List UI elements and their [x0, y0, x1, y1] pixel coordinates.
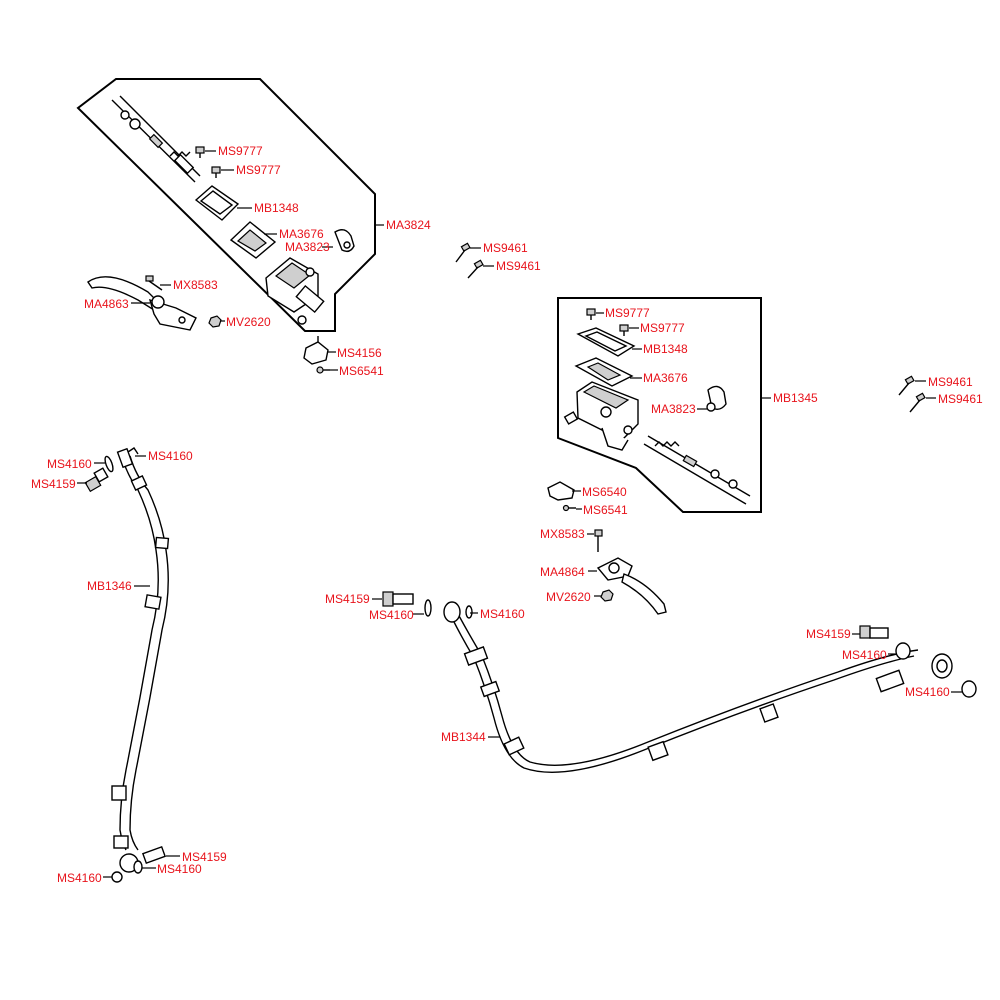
label-ms4159-c: MS4159 — [325, 592, 370, 606]
washer-ms4160-b — [127, 447, 139, 455]
nut-mv2620-b — [600, 589, 614, 602]
bolt-ms9461-b — [467, 259, 484, 279]
label-ms4159-d: MS4159 — [806, 627, 851, 641]
banjo-bolt-ms4159-d — [859, 625, 889, 639]
label-ms4160-g: MS4160 — [842, 648, 887, 662]
label-ms9461-b: MS9461 — [496, 259, 541, 273]
pivot-bolt-mx8583-b — [594, 529, 603, 552]
label-ms6541-b: MS6541 — [583, 503, 628, 517]
label-ms9777-d: MS9777 — [640, 321, 685, 335]
screw-ms9777-b — [211, 166, 221, 178]
label-ms6540: MS6540 — [582, 485, 627, 499]
banjo-bolt-ms4159-c — [382, 591, 414, 607]
label-mx8583-b: MX8583 — [540, 527, 585, 541]
label-mb1345: MB1345 — [773, 391, 818, 405]
washer-ms4160-g — [895, 642, 911, 660]
label-mb1348-a: MB1348 — [254, 201, 299, 215]
nut-mv2620-a — [208, 315, 222, 328]
washer-ms4160-e — [424, 599, 432, 617]
label-ms4160-a: MS4160 — [47, 457, 92, 471]
washer-ms4160-h — [961, 680, 977, 698]
banjo-bolt-ms4159-b — [141, 845, 167, 865]
label-ms9461-c: MS9461 — [928, 375, 973, 389]
label-ma3824: MA3824 — [386, 218, 431, 232]
screw-ms6541-b — [562, 504, 576, 512]
washer-ms4160-a — [104, 455, 114, 473]
label-ms9777-c: MS9777 — [605, 306, 650, 320]
diaphragm-ma3676-a — [229, 221, 277, 259]
brake-hose-mb1344 — [443, 601, 953, 773]
label-ma4863: MA4863 — [84, 297, 129, 311]
screw-ms9777-a — [195, 146, 205, 158]
piston-kit-mb1345 — [643, 435, 751, 505]
label-ms4159-a: MS4159 — [31, 477, 76, 491]
screw-ms9777-c — [586, 308, 596, 320]
switch-ms4156 — [303, 336, 329, 365]
brake-lever-ma4864 — [596, 557, 667, 615]
label-mb1346: MB1346 — [87, 579, 132, 593]
screw-ms9777-d — [619, 324, 629, 336]
reservoir-cap-mb1348-a — [194, 185, 240, 221]
washer-ms4160-d — [111, 871, 123, 883]
label-ms4160-b: MS4160 — [148, 449, 193, 463]
label-ms4160-c: MS4160 — [157, 862, 202, 876]
label-ms4160-h: MS4160 — [905, 685, 950, 699]
clamp-ma3823-b — [706, 385, 727, 412]
label-mb1348-b: MB1348 — [643, 342, 688, 356]
piston-kit-ma3824 — [111, 95, 201, 183]
brake-hose-mb1346 — [111, 447, 170, 873]
label-ms4160-d: MS4160 — [57, 871, 102, 885]
brake-lever-ma4863 — [87, 276, 197, 331]
label-mx8583-a: MX8583 — [173, 278, 218, 292]
bolt-ms9461-c — [898, 375, 915, 396]
label-mv2620-a: MV2620 — [226, 315, 271, 329]
bolt-ms9461-d — [909, 392, 926, 413]
label-ms4160-e: MS4160 — [369, 608, 414, 622]
label-ms6541-a: MS6541 — [339, 364, 384, 378]
label-ma3823-a: MA3823 — [285, 240, 330, 254]
label-ma3676-a: MA3676 — [279, 227, 324, 241]
master-cylinder-body-b — [563, 381, 639, 451]
label-ms9461-a: MS9461 — [483, 241, 528, 255]
label-ma3823-b: MA3823 — [651, 402, 696, 416]
label-ms4156: MS4156 — [337, 346, 382, 360]
screw-ms6541-a — [316, 366, 330, 374]
reservoir-cap-mb1348-b — [576, 327, 636, 357]
kit-box-ma3824 — [76, 78, 376, 332]
label-ms4160-f: MS4160 — [480, 607, 525, 621]
diaphragm-ma3676-b — [574, 357, 634, 387]
label-mb1344: MB1344 — [441, 730, 486, 744]
washer-ms4160-f — [465, 605, 473, 619]
label-ms9777-b: MS9777 — [236, 163, 281, 177]
bolt-ms9461-a — [455, 242, 471, 263]
washer-ms4160-c — [133, 860, 143, 874]
label-ma3676-b: MA3676 — [643, 371, 688, 385]
label-ms9777-a: MS9777 — [218, 144, 263, 158]
master-cylinder-body-a — [265, 257, 325, 325]
clamp-ma3823-a — [334, 229, 355, 253]
kit-box-mb1345 — [557, 297, 762, 513]
label-mv2620-b: MV2620 — [546, 590, 591, 604]
pivot-bolt-mx8583-a — [145, 275, 163, 291]
label-ma4864: MA4864 — [540, 565, 585, 579]
label-ms9461-d: MS9461 — [938, 392, 983, 406]
switch-ms6540 — [547, 481, 575, 501]
banjo-bolt-ms4159-a — [84, 467, 109, 493]
label-ms4159-b: MS4159 — [182, 850, 227, 864]
